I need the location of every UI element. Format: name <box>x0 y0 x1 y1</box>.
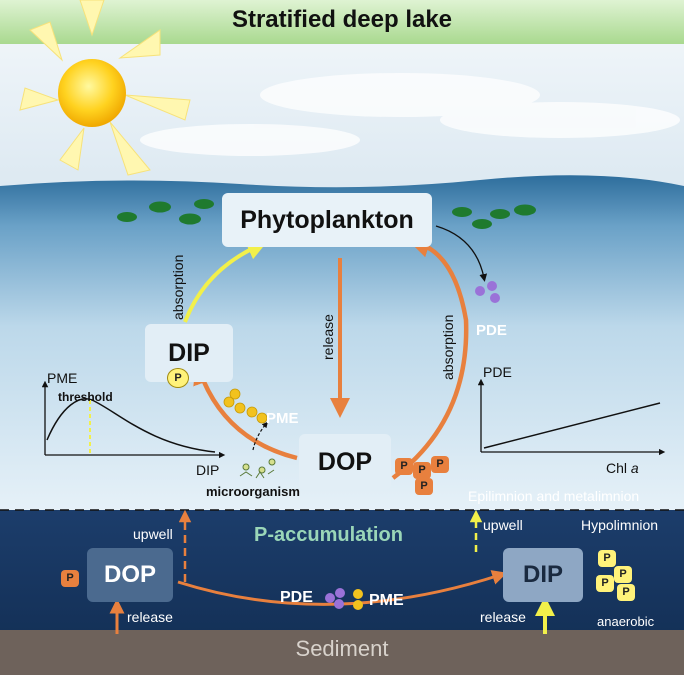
pme-graph <box>41 380 226 459</box>
page-title: Stratified deep lake <box>231 6 453 33</box>
microbe-pme-arrow <box>252 421 268 451</box>
microorganism-label: microorganism <box>206 484 300 499</box>
phosphate-icon-sediment-dip-2: P <box>614 566 632 583</box>
dop-box-upper: DOP <box>299 434 391 490</box>
pde-graph-ylabel: PDE <box>483 364 512 380</box>
algae-left <box>117 199 214 225</box>
upwell-label-right: upwell <box>483 517 523 533</box>
threshold-label: threshold <box>58 390 113 404</box>
p-accumulation-label: P-accumulation <box>254 524 403 546</box>
release-label-sediment-left: release <box>127 609 173 625</box>
phosphate-icon-dip-upper: P <box>167 368 189 388</box>
algae-right <box>452 204 536 229</box>
microorganism-icon <box>239 458 276 479</box>
header-bar <box>0 0 684 44</box>
absorption-arrow-left <box>183 241 268 323</box>
absorption-label-left: absorption <box>170 254 186 320</box>
phosphate-icon-sediment-dip-4: P <box>617 584 635 601</box>
dip-box-upper: DIP <box>145 324 233 382</box>
pme-label-lower: PME <box>369 592 404 609</box>
phosphate-icon-sediment-dip-3: P <box>596 575 614 592</box>
pme-label-upper: PME <box>266 410 299 427</box>
dip-box-sediment: DIP <box>503 548 583 602</box>
epilimnion-label: Epilimnion and metalimnion <box>468 488 640 504</box>
release-label-center: release <box>320 314 336 360</box>
absorption-label-right: absorption <box>440 314 456 380</box>
pde-graph <box>477 378 666 456</box>
sun-icon <box>19 0 191 176</box>
pme-curve <box>46 398 216 453</box>
phosphate-icon-dop-2: P <box>413 462 431 479</box>
phosphate-icon-sediment-dip-1: P <box>598 550 616 567</box>
phosphate-icon-dop-1: P <box>395 458 413 475</box>
pde-graph-xlabel-italic: a <box>630 460 639 476</box>
phosphate-icon-dop-4: P <box>415 478 433 495</box>
upwell-label-left: upwell <box>133 526 173 542</box>
pde-molecules-lower <box>325 588 345 609</box>
pme-graph-xlabel: DIP <box>196 462 220 478</box>
sediment-layer <box>0 630 684 675</box>
absorption-arrow-right <box>391 235 469 480</box>
pde-graph-xlabel: Chl a <box>606 460 639 476</box>
phytoplankton-box: Phytoplankton <box>222 193 432 247</box>
pde-graph-xlabel-main: Chl <box>606 460 628 476</box>
clouds <box>140 73 680 156</box>
pme-molecules-lower <box>353 589 363 610</box>
pde-molecules-upper <box>475 281 500 303</box>
release-label-sediment-right: release <box>480 609 526 625</box>
pme-graph-ylabel: PME <box>47 370 78 386</box>
anaerobic-label: anaerobic <box>597 614 655 629</box>
mineralization-arrow <box>193 361 298 461</box>
phosphate-icon-dop-3: P <box>431 456 449 473</box>
pde-label-lower: PDE <box>280 589 313 606</box>
pme-molecules-upper <box>223 388 268 424</box>
hypolimnion-label: Hypolimnion <box>581 517 659 533</box>
pde-line <box>483 402 661 449</box>
dop-box-sediment: DOP <box>87 548 173 602</box>
phosphate-icon-sediment-dop: P <box>61 570 79 587</box>
pde-label-upper: PDE <box>476 322 507 339</box>
sediment-label: Sediment <box>295 636 389 661</box>
pde-secretion-arrow <box>435 225 488 282</box>
